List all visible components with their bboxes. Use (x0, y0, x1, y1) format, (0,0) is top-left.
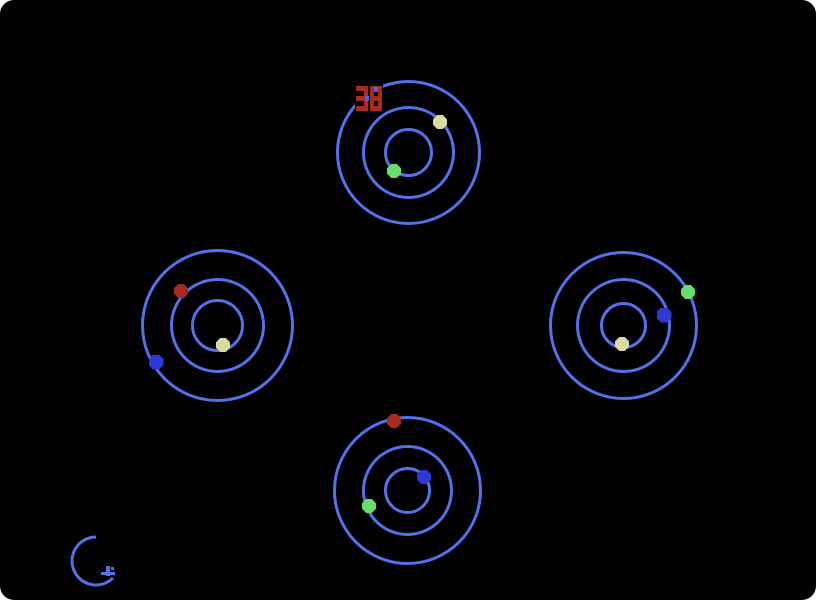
orbit-ring-top-2 (383, 127, 433, 177)
orbit-ring-right-1 (575, 277, 671, 373)
orbit-ring-left-0 (140, 248, 294, 402)
planet-cream (216, 338, 230, 352)
score-digit-pixel (378, 106, 382, 111)
planet-green (362, 499, 376, 513)
score-digit-pixel (374, 106, 378, 111)
score-digit-pixel (360, 106, 364, 111)
planet-red (387, 414, 401, 428)
planet-blue (148, 354, 164, 370)
score-digit-pixel (378, 86, 382, 91)
score-ring-showthrough-pixel (374, 87, 378, 92)
score-digit-pixel (378, 101, 382, 106)
player-ship-icon (101, 566, 115, 576)
score-digit-pixel (360, 86, 364, 91)
planet-green (681, 285, 695, 299)
score-digit-pixel (364, 86, 368, 91)
score-digit-pixel (364, 91, 368, 96)
orbit-ring-top-0 (335, 79, 481, 225)
score-ring-showthrough-pixel (365, 96, 369, 101)
score-digit-pixel (356, 106, 360, 111)
orbit-ring-left-2 (190, 298, 244, 352)
planet-cream (433, 115, 447, 129)
planet-green (387, 164, 401, 178)
score-digit-pixel (378, 91, 382, 96)
score-digit-pixel (374, 96, 378, 101)
orbit-ring-left-1 (169, 277, 265, 373)
planet-red (174, 284, 188, 298)
planet-blue (656, 307, 672, 323)
orbit-ring-right-0 (548, 250, 698, 400)
orbit-ring-top-1 (361, 105, 455, 199)
orbit-ring-bottom-2 (383, 466, 431, 514)
score-digit-pixel (360, 96, 364, 101)
score-digit-pixel (370, 86, 374, 91)
orbit-ring-bottom-1 (361, 444, 453, 536)
planet-blue (417, 470, 431, 484)
score-digit-pixel (378, 96, 382, 101)
score-digit-pixel (370, 101, 374, 106)
player-orbit-arc (70, 535, 115, 587)
score-display (355, 85, 383, 112)
score-digit-pixel (370, 96, 374, 101)
planet-cream (615, 337, 629, 351)
score-digit-pixel (370, 106, 374, 111)
score-digit-pixel (370, 91, 374, 96)
score-digit-pixel (364, 101, 368, 106)
orbit-ring-bottom-0 (332, 415, 482, 565)
score-digit-pixel (356, 96, 360, 101)
score-digit-pixel (364, 106, 368, 111)
score-digit-pixel (356, 86, 360, 91)
